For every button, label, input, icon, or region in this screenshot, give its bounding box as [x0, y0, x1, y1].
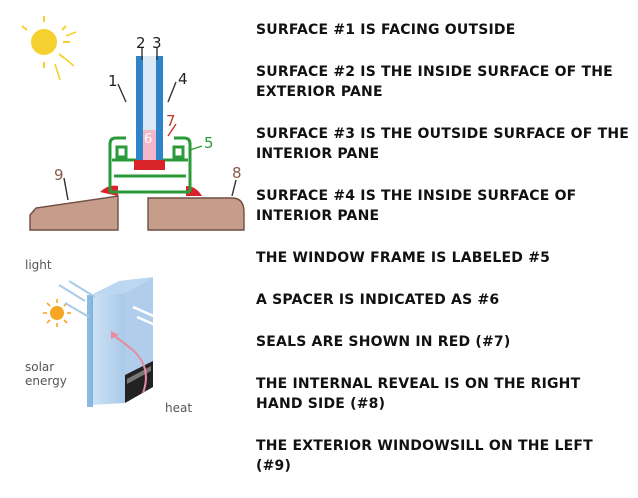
small-sun-icon — [43, 299, 71, 327]
window-section-diagram: 2 3 1 4 6 7 5 9 8 — [21, 16, 245, 231]
exterior-sill — [29, 195, 119, 231]
glazing-energy-diagram: light solar energy heat — [25, 258, 192, 415]
interior-pane — [156, 56, 163, 160]
energy-label: energy — [25, 374, 67, 388]
label-8: 8 — [232, 164, 242, 182]
light-label: light — [25, 258, 52, 272]
glass-unit-front — [91, 293, 125, 405]
sun-icon — [21, 16, 77, 81]
statement-frame: The window frame is labeled #5 — [256, 250, 551, 266]
statement-seals: Seals are shown in red (#7) — [256, 334, 511, 350]
statement-surface-2: Surface #2 is the inside surface of the … — [256, 64, 613, 100]
interior-reveal — [147, 197, 245, 231]
label-7: 7 — [166, 112, 176, 130]
heat-arrow-icon — [112, 334, 147, 394]
solar-label: solar — [25, 360, 54, 374]
heat-label: heat — [165, 401, 192, 415]
statement-spacer: A spacer is indicated as #6 — [256, 292, 500, 308]
statement-reveal: The internal reveal is on the right hand… — [256, 376, 581, 412]
seal-bar — [134, 160, 165, 170]
exterior-pane — [136, 56, 143, 160]
label-1: 1 — [108, 72, 118, 90]
label-6: 6 — [144, 132, 152, 147]
statement-surface-4: Surface #4 is the inside surface of inte… — [256, 188, 577, 224]
label-3: 3 — [152, 34, 162, 52]
statement-surface-3: Surface #3 is the outside surface of the… — [256, 126, 630, 162]
label-5: 5 — [204, 134, 214, 152]
spacer — [143, 130, 156, 160]
statement-windowsill: The exterior windowsill on the left (#9) — [256, 438, 593, 474]
label-4: 4 — [178, 70, 188, 88]
light-arrows-icon — [58, 280, 96, 318]
label-9: 9 — [54, 166, 64, 184]
surface-descriptions: Surface #1 is facing outside Surface #2 … — [256, 20, 632, 498]
label-2: 2 — [136, 34, 146, 52]
statement-surface-1: Surface #1 is facing outside — [256, 22, 516, 38]
